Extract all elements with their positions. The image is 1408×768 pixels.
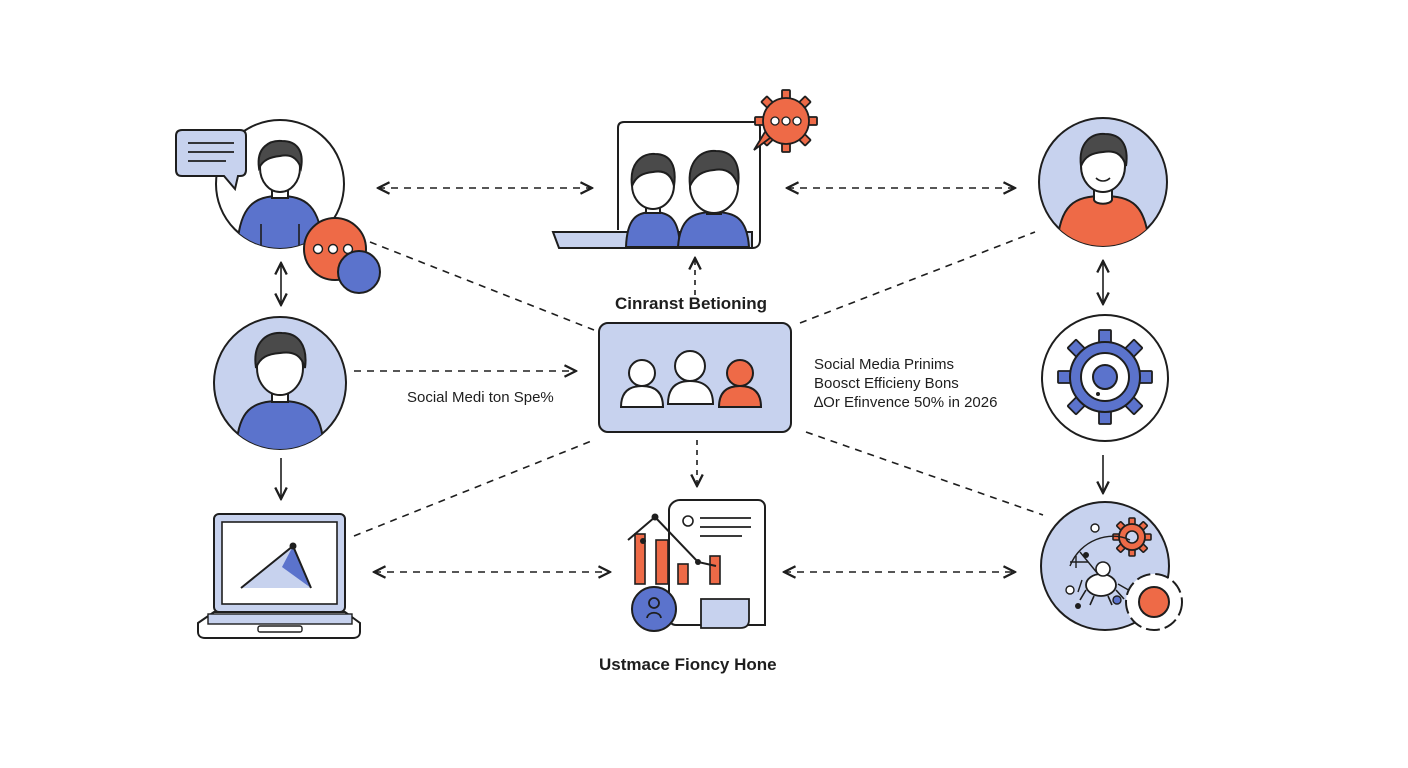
right-caption-line-3: ∆Or Efinvence 50% in 2026	[814, 394, 998, 411]
right-caption-line-1: Social Media Prinims	[814, 356, 955, 373]
left-caption: Social Medi ton Spe%	[407, 389, 554, 406]
laptop-chart-icon	[197, 513, 361, 639]
group-hub-icon	[598, 322, 792, 433]
dash-hub-to-person-orange	[799, 231, 1036, 324]
gear-chat-icon	[753, 89, 818, 153]
dash-hub-to-network	[805, 431, 1044, 516]
person-icon-blue	[213, 316, 347, 450]
bottom-caption: Ustmace Fioncy Hone	[599, 655, 777, 674]
person-with-chat-bubble-icon	[175, 119, 381, 294]
network-gear-icon	[1040, 501, 1183, 631]
dash-laptop-to-hub	[353, 439, 595, 537]
right-caption-line-2: Boosct Efficieny Bons	[814, 375, 959, 392]
gear-icon	[1041, 314, 1169, 442]
report-chart-icon	[627, 499, 766, 632]
connectors	[281, 188, 1103, 572]
video-meeting-icon	[551, 89, 818, 249]
person-icon-orange	[1038, 117, 1168, 247]
dash-person-chat-to-hub	[369, 241, 595, 331]
top-caption: Cinranst Betioning	[615, 294, 768, 313]
